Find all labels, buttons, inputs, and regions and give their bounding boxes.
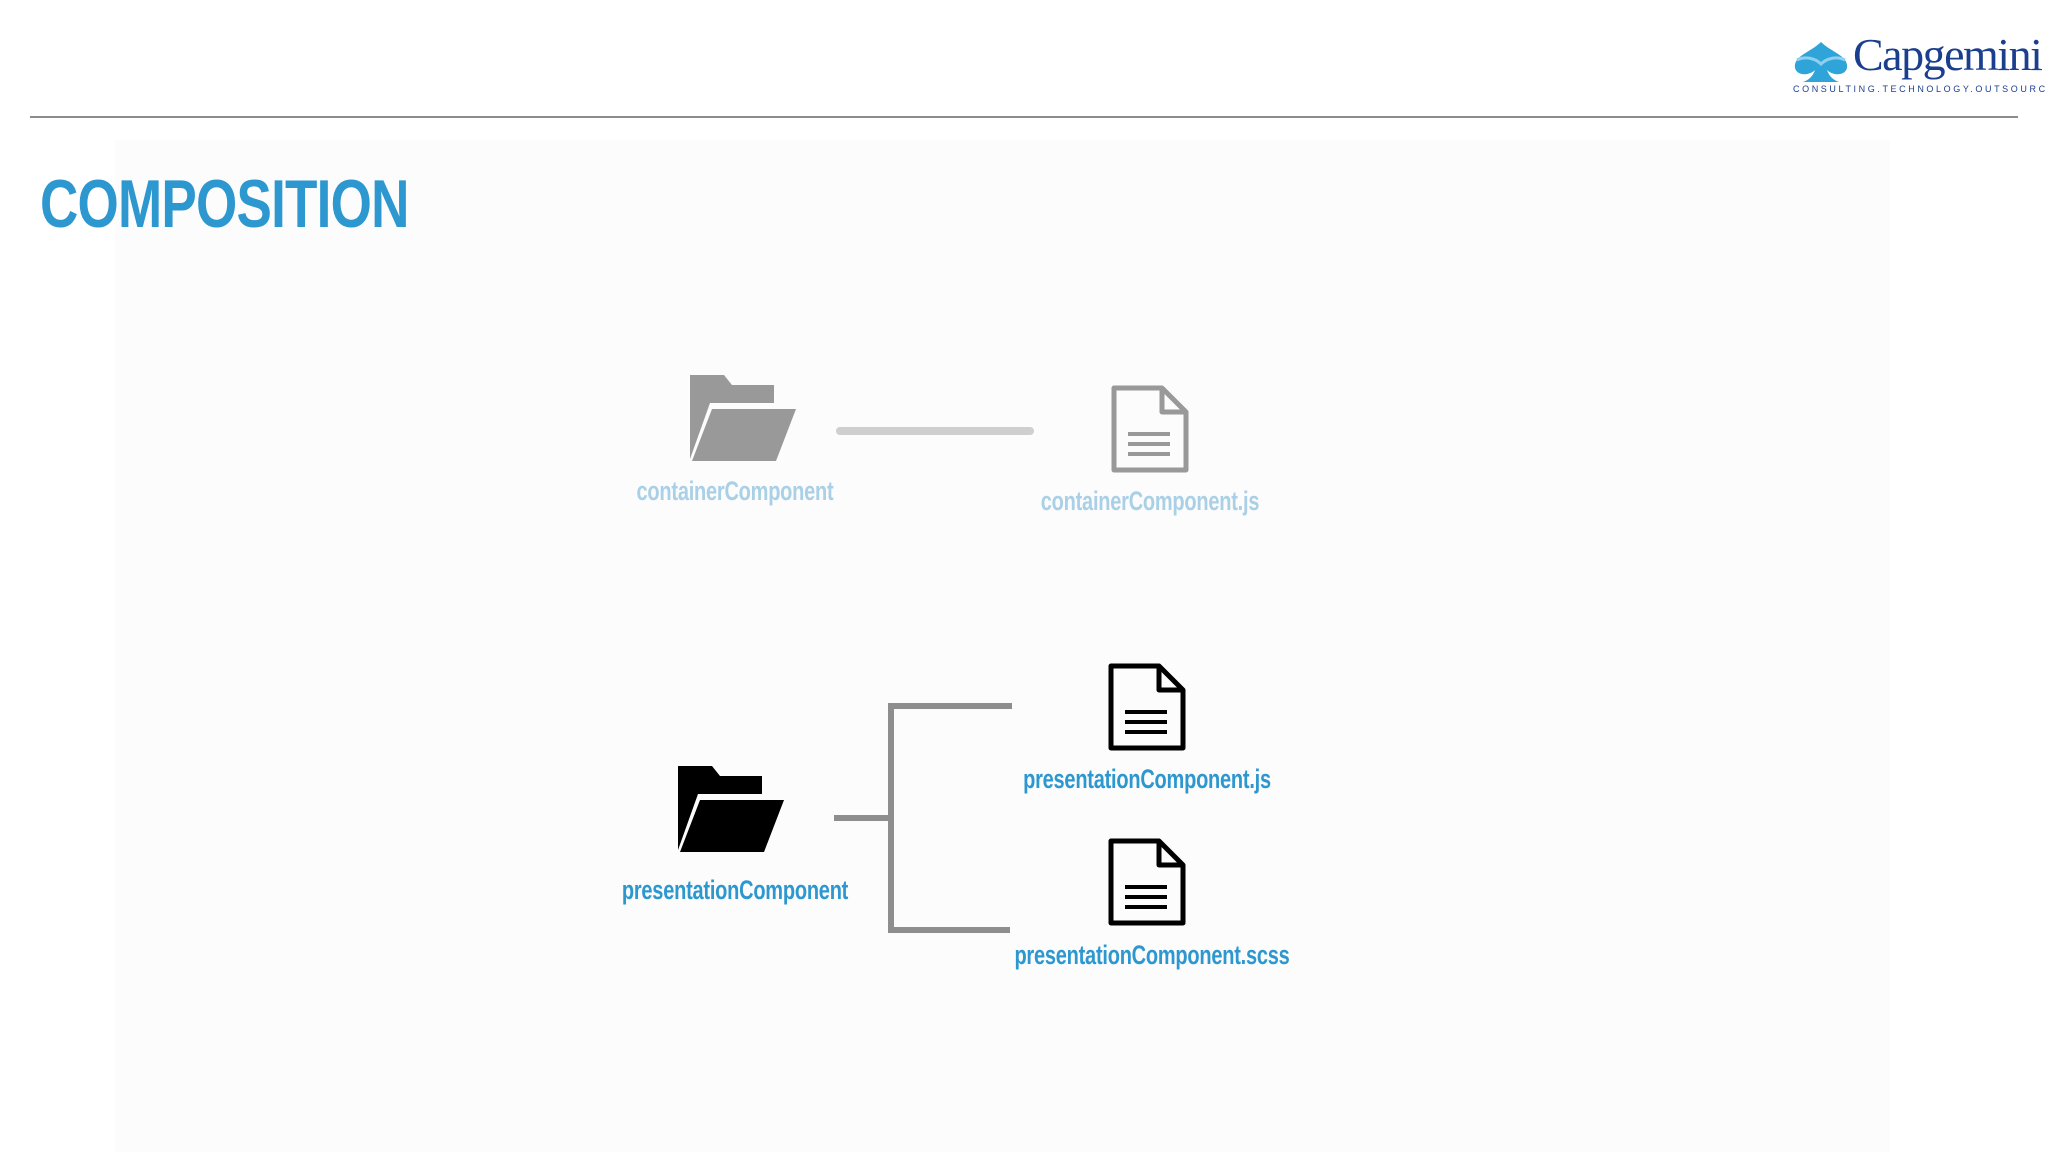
spade-icon	[1794, 42, 1848, 82]
folder-open-icon	[678, 766, 784, 852]
presentation-file-scss-label: presentationComponent.scss	[1014, 940, 1290, 970]
presentation-folder-label: presentationComponent	[621, 875, 849, 905]
document-icon	[1111, 385, 1189, 473]
logo-wordmark: Capgemini	[1853, 29, 2043, 80]
container-file-label: containerComponent.js	[1040, 486, 1260, 516]
presentation-connector-bracket	[834, 703, 1012, 933]
page-title: COMPOSITION	[40, 166, 409, 242]
folder-open-icon	[690, 375, 796, 461]
header-divider	[30, 116, 2018, 118]
presentation-file-js-label: presentationComponent.js	[1023, 764, 1271, 794]
slide-content-panel	[115, 140, 1890, 1152]
logo-tagline: CONSULTING.TECHNOLOGY.OUTSOURCING	[1793, 84, 2048, 94]
document-icon	[1108, 838, 1186, 926]
document-icon	[1108, 663, 1186, 751]
capgemini-logo: Capgemini CONSULTING.TECHNOLOGY.OUTSOURC…	[1785, 32, 2048, 98]
container-folder-label: containerComponent	[636, 476, 834, 506]
